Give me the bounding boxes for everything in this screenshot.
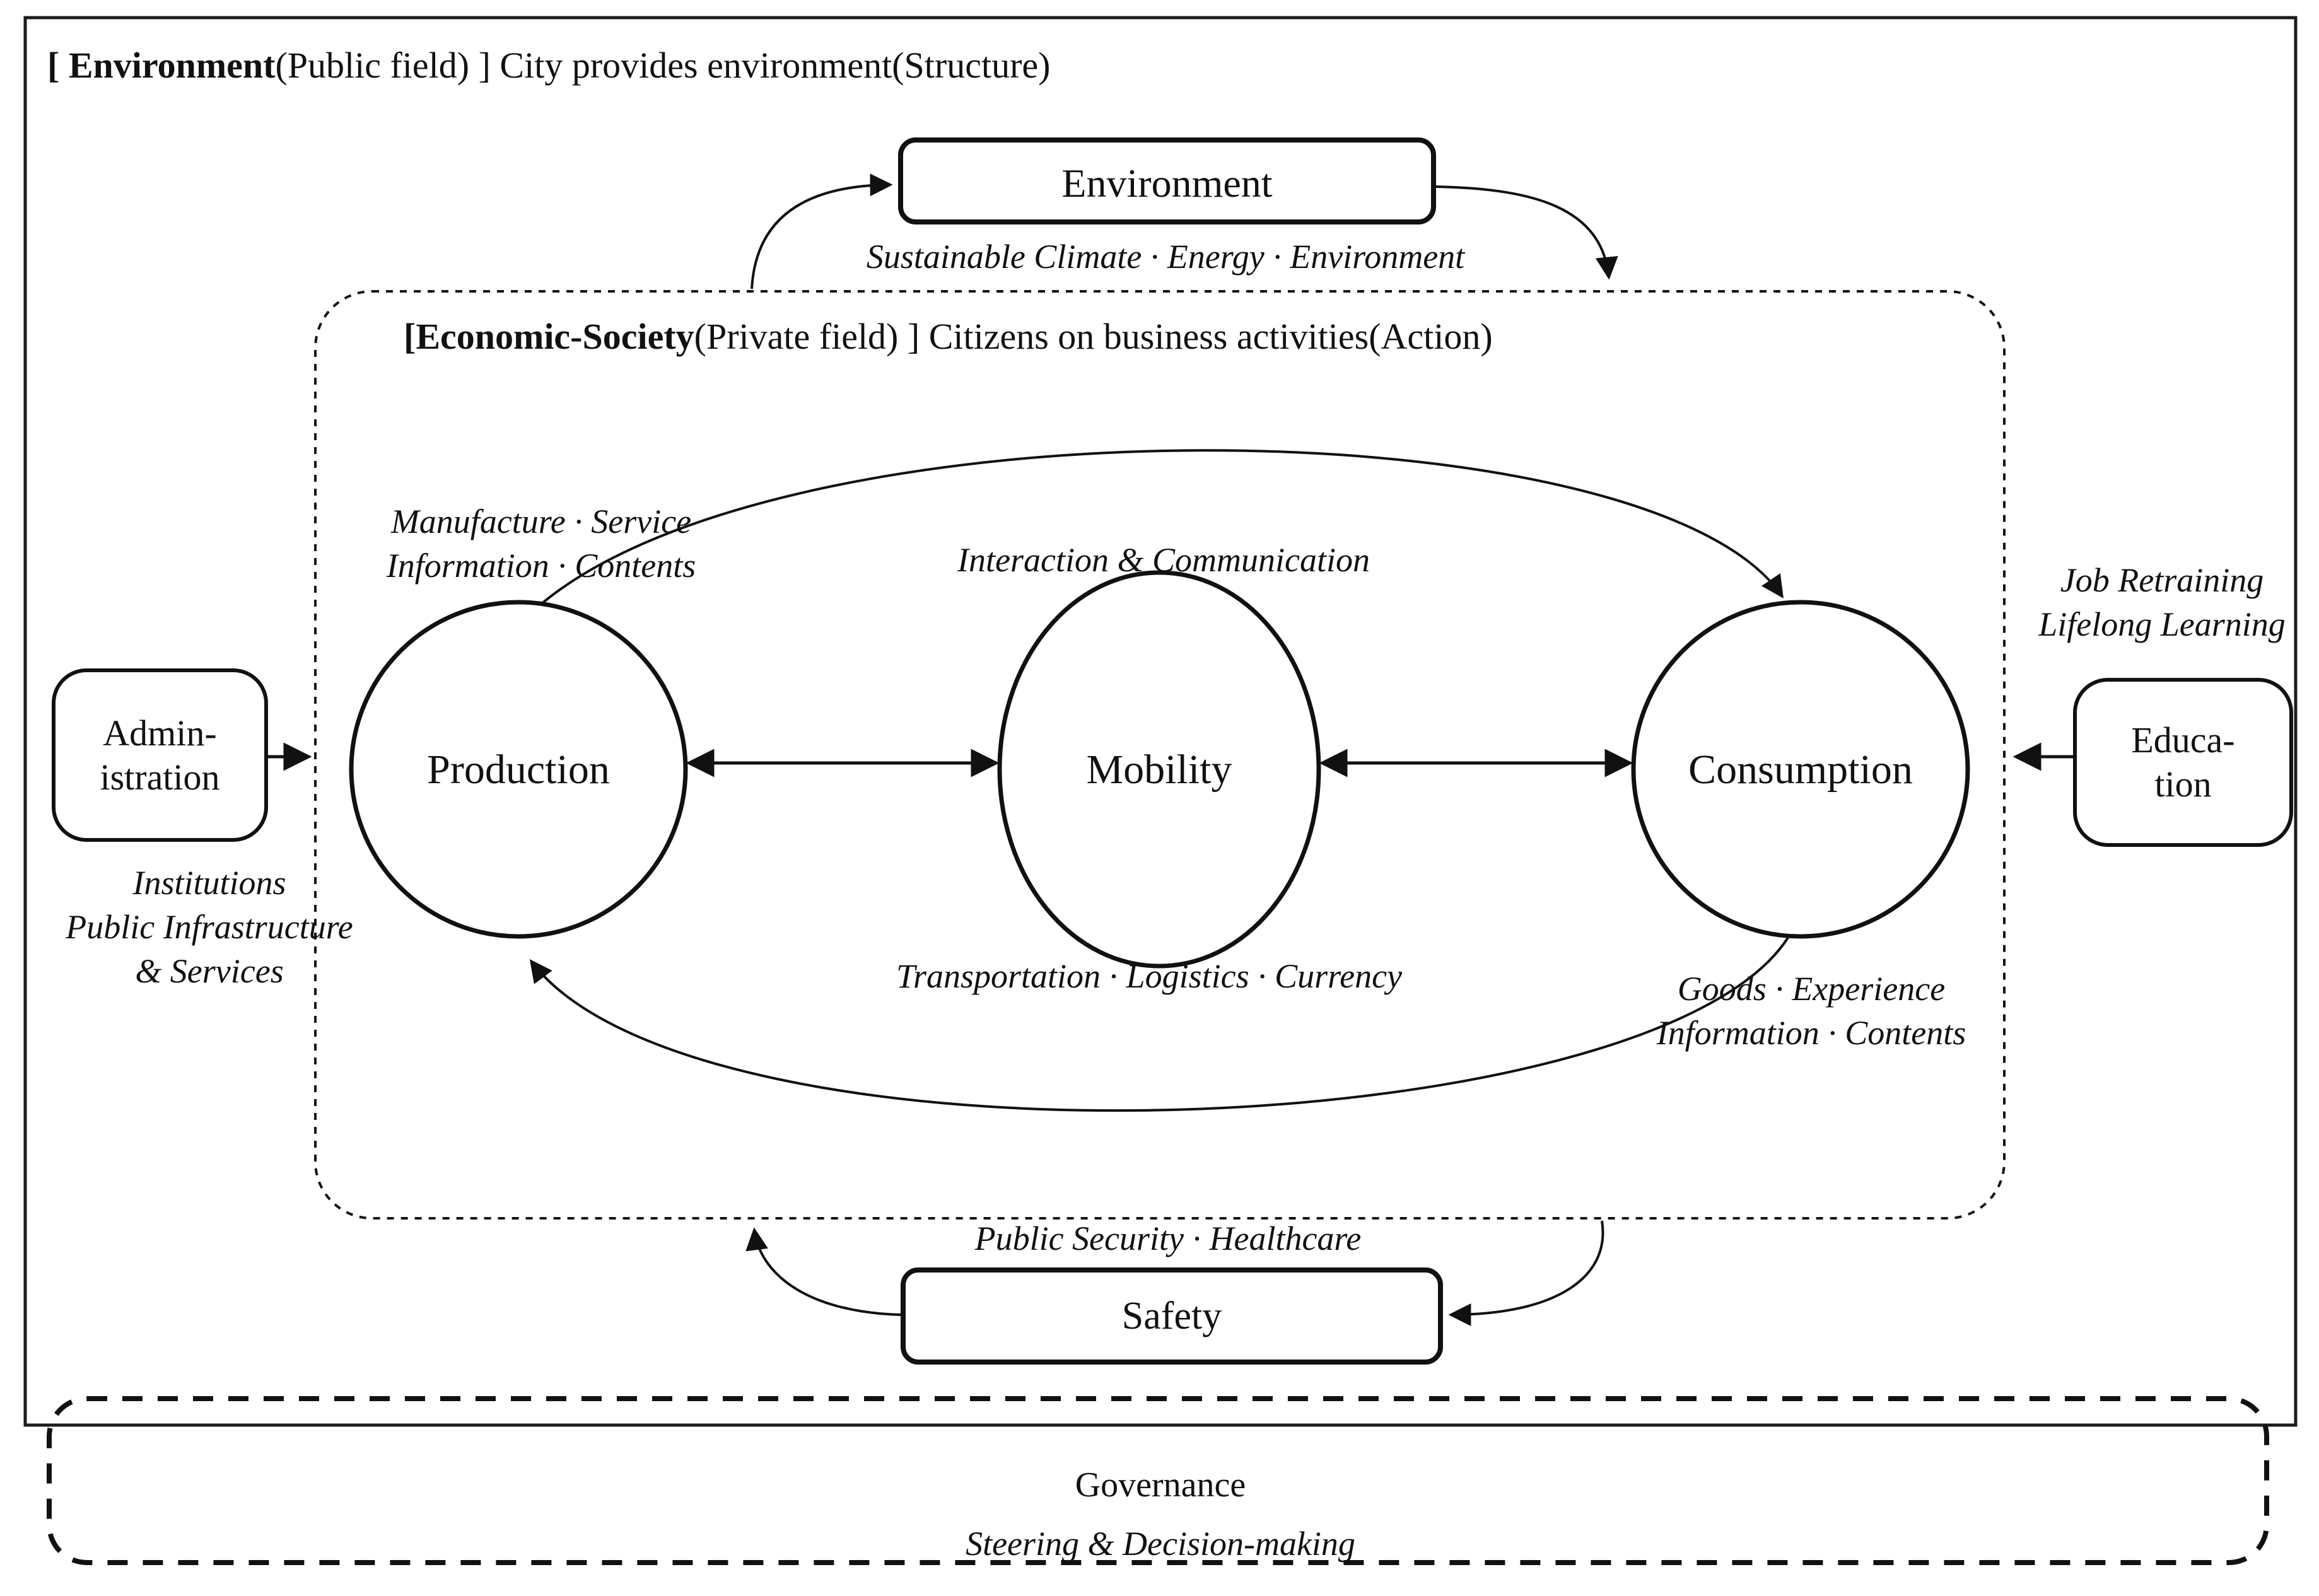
consumption-label: Consumption: [1688, 747, 1913, 793]
administration-box: [52, 668, 268, 842]
arrow-economy-to-environment: [751, 173, 893, 289]
consumption-bottomlabel-line2: Information · Contents: [1656, 1014, 1966, 1052]
production-label: Production: [427, 747, 610, 793]
mobility-bottomlabel: Transportation · Logistics · Currency: [896, 957, 1403, 995]
environment-box: [898, 137, 1436, 224]
consumption-bottomlabel-line1: Goods · Experience: [1677, 970, 1946, 1008]
administration-sublabel: Institutions Public Infrastructure & Ser…: [14, 861, 405, 993]
administration-label-line1: Admin-: [103, 713, 217, 754]
mobility-label: Mobility: [1086, 747, 1232, 793]
education-label: Educa- tion: [2075, 718, 2291, 807]
environment-label: Environment: [1061, 161, 1273, 206]
production-toplabel: Manufacture · Service Information · Cont…: [289, 499, 793, 588]
economy-field-title-rest: (Private field) ] Citizens on business a…: [694, 316, 1493, 357]
production-toplabel-line2: Information · Contents: [386, 547, 696, 585]
arrow-environment-to-economy: [1435, 185, 1618, 280]
governance-label: Governance: [1075, 1465, 1246, 1505]
administration-sublabel-line1: Institutions: [132, 864, 286, 902]
outer-field-title-bold: [ Environment: [47, 45, 276, 86]
safety-box: [901, 1267, 1443, 1365]
mobility-ellipse: [997, 570, 1321, 969]
economy-field-title-bold: [Economic-Society: [404, 316, 694, 357]
mobility-toplabel: Interaction & Communication: [957, 541, 1370, 579]
outer-field-title: [ Environment(Public field) ] City provi…: [47, 44, 1050, 87]
outer-field-title-rest: (Public field) ] City provides environme…: [275, 45, 1051, 86]
production-circle: [349, 600, 688, 939]
education-box: [2073, 678, 2293, 847]
arc-consumption-to-production: [529, 936, 1789, 1112]
consumption-circle: [1631, 600, 1970, 939]
economy-field-title: [Economic-Society(Private field) ] Citiz…: [404, 315, 1493, 358]
administration-sublabel-line2: Public Infrastructure: [66, 908, 353, 946]
economy-field-frame: [314, 290, 2006, 1220]
education-label-line1: Educa-: [2131, 719, 2235, 760]
production-toplabel-line1: Manufacture · Service: [390, 503, 692, 540]
administration-label-line2: istration: [100, 757, 220, 798]
outer-field-frame: [23, 16, 2298, 1427]
governance-sublabel: Steering & Decision-making: [966, 1525, 1355, 1563]
administration-label: Admin- istration: [54, 711, 266, 800]
arc-production-to-consumption: [540, 449, 1784, 605]
arrow-safety-to-economy: [745, 1227, 902, 1316]
administration-sublabel-line3: & Services: [135, 952, 284, 990]
governance-frame: [47, 1396, 2269, 1565]
education-label-line2: tion: [2154, 764, 2212, 805]
education-toplabel-line1: Job Retraining: [2060, 561, 2264, 599]
consumption-bottomlabel: Goods · Experience Information · Content…: [1559, 967, 2064, 1055]
environment-sublabel: Sustainable Climate · Energy · Environme…: [866, 238, 1465, 276]
safety-label: Safety: [1121, 1295, 1222, 1337]
education-toplabel-line2: Lifelong Learning: [2038, 605, 2286, 643]
education-toplabel: Job Retraining Lifelong Learning: [2004, 558, 2319, 646]
safety-toplabel: Public Security · Healthcare: [974, 1220, 1362, 1257]
arrow-economy-to-safety: [1448, 1220, 1604, 1326]
